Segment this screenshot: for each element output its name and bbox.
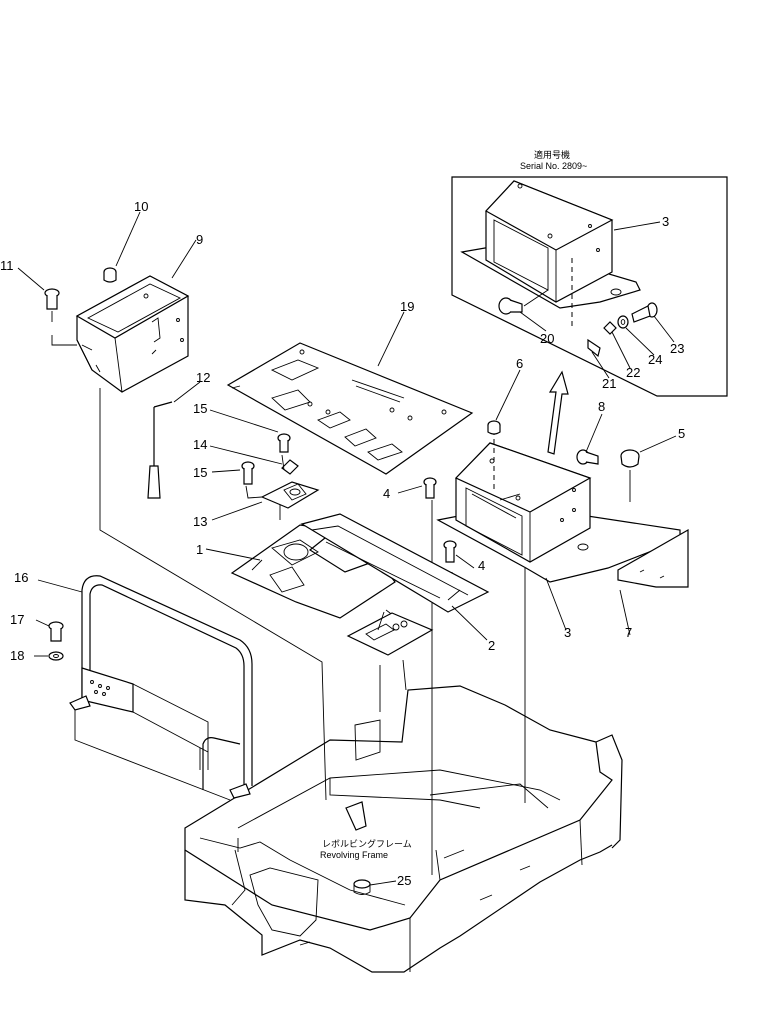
callout-2: 2 — [488, 638, 495, 653]
callout-15-upper: 15 — [193, 401, 207, 416]
part-9-storage-box — [51, 275, 190, 393]
part-16-guard-rail — [69, 575, 253, 801]
callout-20: 20 — [540, 331, 554, 346]
callout-13: 13 — [193, 514, 207, 529]
part-15-bolt-lower — [241, 461, 263, 499]
part-8-grommet — [576, 449, 599, 465]
callout-21: 21 — [602, 376, 616, 391]
part-14-clip — [281, 459, 299, 475]
callout-leaders — [17, 211, 677, 886]
part-2-floor-plate — [300, 513, 490, 656]
direction-arrow — [547, 370, 569, 455]
frame-label-jp: レボルビングフレーム — [322, 838, 412, 849]
frame-label-en: Revolving Frame — [320, 850, 388, 860]
callout-9: 9 — [196, 232, 203, 247]
leader-lines — [99, 388, 526, 875]
callout-22: 22 — [626, 365, 640, 380]
part-6-plug — [487, 420, 501, 435]
callout-11: 11 — [0, 258, 14, 273]
serial-note-jp: 適用号機 — [534, 149, 570, 160]
callout-12: 12 — [196, 370, 210, 385]
callout-4-lower: 4 — [478, 558, 485, 573]
part-11-bolt — [44, 288, 60, 322]
part-12-rod — [147, 401, 173, 499]
callout-6: 6 — [516, 356, 523, 371]
part-17-bolt — [48, 621, 64, 642]
serial-note: 適用号機 Serial No. 2809~ — [520, 149, 587, 171]
callout-4-upper: 4 — [383, 486, 390, 501]
callout-5: 5 — [678, 426, 685, 441]
part-7-bracket-plate — [617, 528, 689, 588]
part-18-washer — [48, 651, 64, 661]
callout-15-lower: 15 — [193, 465, 207, 480]
callout-16: 16 — [14, 570, 28, 585]
callout-18: 18 — [10, 648, 24, 663]
part-3-box-lower — [436, 430, 681, 583]
part-15-bolt-upper — [277, 433, 291, 471]
callout-24: 24 — [648, 352, 662, 367]
callout-19: 19 — [400, 299, 414, 314]
callout-3-inset: 3 — [662, 214, 669, 229]
inset-serial-variant — [451, 176, 728, 397]
callout-3-lower: 3 — [564, 625, 571, 640]
callout-25: 25 — [397, 873, 411, 888]
callout-1: 1 — [196, 542, 203, 557]
callout-17: 17 — [10, 612, 24, 627]
callout-8: 8 — [598, 399, 605, 414]
part-4-bolt-lower — [443, 540, 457, 563]
part-19-floor-mat — [226, 342, 474, 475]
part-4-bolt-upper — [423, 477, 437, 499]
revolving-frame — [184, 685, 623, 973]
frame-label: レボルビングフレーム Revolving Frame — [320, 838, 412, 860]
part-13-bracket — [260, 481, 320, 520]
callout-numbers: 10 9 11 12 19 15 14 15 13 1 16 17 18 2 3… — [0, 199, 685, 888]
part-5-cap — [620, 449, 640, 502]
callout-10: 10 — [134, 199, 148, 214]
serial-note-en: Serial No. 2809~ — [520, 161, 587, 171]
part-10-cap — [103, 267, 117, 283]
callout-14: 14 — [193, 437, 207, 452]
callout-7: 7 — [625, 625, 632, 640]
callout-23: 23 — [670, 341, 684, 356]
